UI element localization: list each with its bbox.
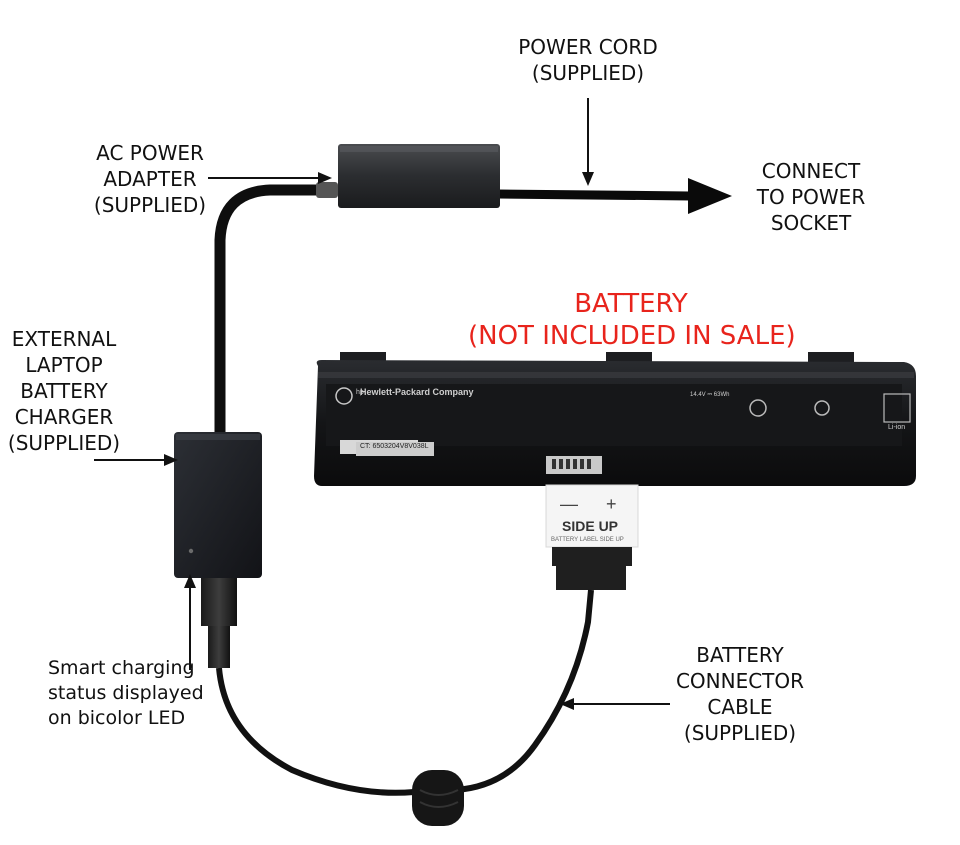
connector-cable (438, 589, 594, 793)
battery-logo-text: hp (356, 389, 364, 396)
pointer-arrows (94, 98, 670, 710)
connector-label-side-up: BATTERY LABEL SIDE UP (551, 537, 624, 543)
ac-power-adapter (338, 144, 500, 208)
battery-connector (545, 484, 639, 590)
bicolor-led (188, 548, 194, 554)
charger-strain-relief (201, 578, 237, 626)
charger-strain-relief (208, 626, 230, 668)
external-battery-charger (174, 432, 262, 578)
dc-cable (214, 184, 324, 438)
label-power-cord: POWER CORD(SUPPLIED) (518, 35, 658, 85)
battery-brand: Hewlett-Packard Company (360, 387, 474, 397)
battery-spec: 14.4V ⎓ 63Wh (690, 392, 730, 398)
laptop-battery (314, 352, 916, 486)
adapter-strain-relief (316, 182, 338, 198)
battery-chemistry: Li-ion (888, 424, 906, 431)
label-battery-not-included: BATTERY(NOT INCLUDED IN SALE) (468, 289, 796, 351)
recycle-icon (883, 393, 911, 423)
connector-side-up: SIDE UP (562, 518, 619, 534)
battery-serial: CT: 6503204V8V038L (360, 443, 429, 450)
charger-output-cable (216, 667, 430, 796)
ferrite-bead (412, 770, 464, 826)
power-cord-line (497, 189, 691, 201)
cert-mark-icon (749, 399, 767, 417)
cert-mark-icon (814, 400, 830, 416)
hp-logo (335, 387, 353, 405)
connector-minus: — (560, 494, 578, 514)
power-cord-arrowhead (688, 178, 732, 214)
connector-plus: + (606, 494, 617, 514)
